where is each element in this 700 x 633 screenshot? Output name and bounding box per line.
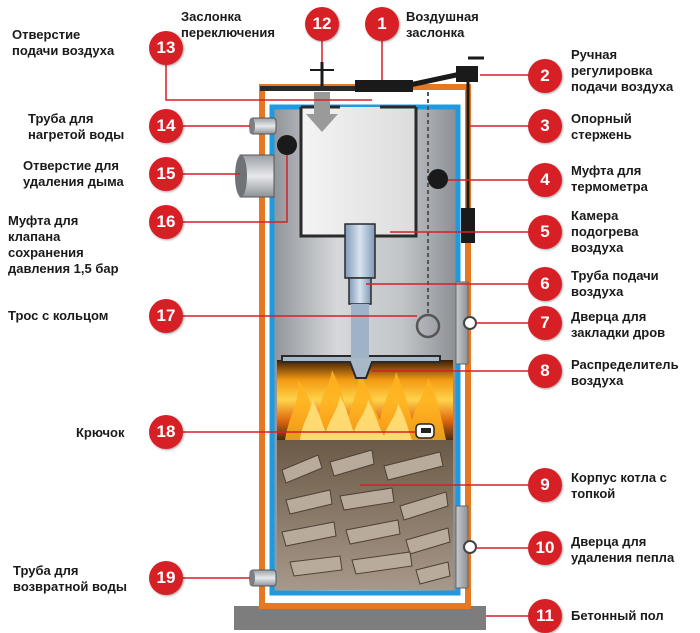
badge-15: 15 [149,157,183,191]
label-air-damper: Воздушная заслонка [406,9,479,40]
badge-14: 14 [149,109,183,143]
label-manual-air-regulation: Ручная регулировка подачи воздуха [571,47,674,94]
label-thermometer-coupling: Муфта для термометра [571,163,648,194]
air-supply-stem [351,304,369,358]
air-damper [355,80,413,92]
label-hot-water-pipe: Труба для нагретой воды [28,111,125,142]
flames [285,370,446,440]
badge-4: 4 [528,163,562,197]
badge-11: 11 [528,599,562,633]
top-lid [260,86,372,91]
pressure-valve-coupling [277,135,297,155]
badge-10: 10 [528,531,562,565]
badge-8: 8 [528,354,562,388]
badge-9: 9 [528,468,562,502]
label-air-supply-pipe: Труба подачи воздуха [571,268,659,299]
badge-1: 1 [365,7,399,41]
badge-18: 18 [149,415,183,449]
badge-19: 19 [149,561,183,595]
badge-5: 5 [528,215,562,249]
label-air-distributor: Распределитель воздуха [571,357,679,388]
thermometer-coupling [428,169,448,189]
badge-3: 3 [528,109,562,143]
label-loading-door: Дверца для закладки дров [571,309,666,340]
concrete-floor [234,606,486,630]
badge-17: 17 [149,299,183,333]
label-return-water-pipe: Труба для возвратной воды [13,563,127,594]
badge-13: 13 [149,31,183,65]
label-air-heating-chamber: Камера подогрева воздуха [571,208,639,255]
label-pressure-valve-coupling: Муфта для клапана сохранения давления 1,… [8,213,119,276]
label-hook: Крючок [76,425,125,440]
air-distributor [281,355,441,379]
label-cable-with-ring: Трос с кольцом [8,308,109,323]
label-ash-door: Дверца для удаления пепла [571,534,675,565]
badge-6: 6 [528,267,562,301]
air-supply-pipe-lower [348,277,372,305]
air-supply-pipe-upper [344,223,376,279]
label-switch-damper: Заслонка переключения [181,9,275,40]
label-support-rod: Опорный стержень [571,111,632,142]
badge-7: 7 [528,306,562,340]
label-concrete-floor: Бетонный пол [571,608,664,623]
leader-lines [165,30,546,617]
label-air-inlet: Отверстие подачи воздуха [12,27,115,58]
manual-air-regulator [456,66,478,82]
label-boiler-body: Корпус котла с топкой [571,470,667,501]
badge-16: 16 [149,205,183,239]
badge-12: 12 [305,7,339,41]
wood-logs [281,449,451,585]
label-smoke-outlet: Отверстие для удаления дыма [23,158,124,189]
air-flow-arrow [306,92,338,132]
badge-2: 2 [528,59,562,93]
